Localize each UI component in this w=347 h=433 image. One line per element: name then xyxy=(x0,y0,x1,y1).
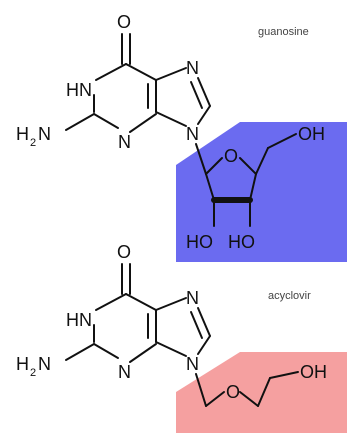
g-bond-c5-n7 xyxy=(155,67,187,81)
guanosine-label: guanosine xyxy=(258,26,309,38)
a-H2N-N: N xyxy=(38,354,51,374)
g-bond-c2-nh2 xyxy=(65,113,95,131)
a-bond-c2-n3 xyxy=(93,343,119,359)
acyclovir-structure: O HN N H 2 N N N xyxy=(16,242,327,407)
g-bond-n3-c4 xyxy=(129,113,157,133)
a-bond-ch2-o xyxy=(205,391,225,407)
g-bond-n9-c1p xyxy=(195,143,207,175)
a-bond-n9-ch2 xyxy=(195,373,207,407)
g-bond-c8-n9 xyxy=(197,105,211,125)
g-bond-c1p-c2p xyxy=(205,173,215,201)
guanosine-structure: O HN N H 2 N N N xyxy=(16,12,325,252)
g-OH: OH xyxy=(298,124,325,144)
a-HN: HN xyxy=(66,310,92,330)
a-bond-c8-n9 xyxy=(197,335,211,355)
a-bond-ch2-oh xyxy=(269,371,299,379)
g-HO-2: HO xyxy=(228,232,255,252)
g-ring-O: O xyxy=(224,146,238,166)
a-N9: N xyxy=(186,354,199,374)
g-N3: N xyxy=(118,132,131,152)
g-bond-c1p-o xyxy=(205,157,223,175)
sugar-highlight xyxy=(176,122,347,262)
a-H2N-H: H xyxy=(16,354,29,374)
a-chain-O: O xyxy=(226,382,240,402)
g-bond-c4p-c5p xyxy=(255,147,269,175)
a-bond-ch2-ch2 xyxy=(257,377,271,407)
a-bond-o-ch2 xyxy=(239,391,259,407)
g-bond-n7-c8-inner xyxy=(190,81,203,109)
g-carbonyl-O: O xyxy=(117,12,131,32)
a-carbonyl-O: O xyxy=(117,242,131,262)
g-bond-c6-n1 xyxy=(95,63,127,81)
g-HN: HN xyxy=(66,80,92,100)
g-bond-c5-c6 xyxy=(125,63,157,81)
g-bond-o-c4p xyxy=(239,157,257,175)
g-H2N-N: N xyxy=(38,124,51,144)
acyclic-highlight xyxy=(176,352,347,433)
a-bond-c5-n7 xyxy=(155,297,187,311)
a-N3: N xyxy=(118,362,131,382)
g-HO-1: HO xyxy=(186,232,213,252)
a-bond-n7-c8-inner xyxy=(190,311,203,339)
g-N7: N xyxy=(186,58,199,78)
acyclovir-label: acyclovir xyxy=(268,290,311,302)
g-H2N-2: 2 xyxy=(30,137,36,149)
a-bond-n7-c8 xyxy=(197,307,211,337)
g-bond-c3p-c4p xyxy=(249,173,257,201)
g-N9: N xyxy=(186,124,199,144)
a-bond-c5-c6 xyxy=(125,293,157,311)
g-bond-c2-n3 xyxy=(93,113,119,129)
g-bond-n9-c4 xyxy=(155,111,187,127)
a-N7: N xyxy=(186,288,199,308)
a-bond-c2-nh2 xyxy=(65,343,95,361)
a-bond-n3-c4 xyxy=(129,343,157,363)
g-H2N-H: H xyxy=(16,124,29,144)
g-bond-n7-c8 xyxy=(197,77,211,107)
a-bond-c6-n1 xyxy=(95,293,127,311)
a-H2N-2: 2 xyxy=(30,367,36,379)
a-OH: OH xyxy=(300,362,327,382)
g-bond-c5p-oh xyxy=(267,133,297,149)
a-bond-n9-c4 xyxy=(155,341,187,357)
